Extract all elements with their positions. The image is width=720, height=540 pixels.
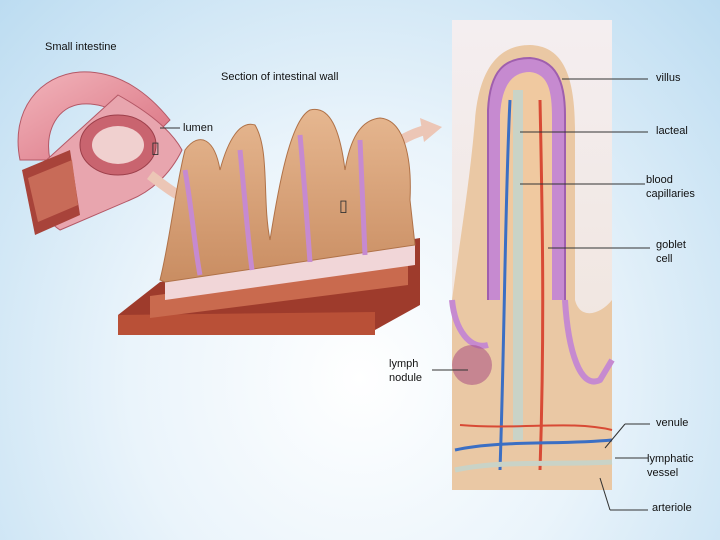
section-wall-label: Section of intestinal wall: [221, 71, 339, 83]
intestinal-wall-section: [118, 108, 420, 335]
lumen-label: lumen: [183, 122, 213, 134]
arteriole-label: arteriole: [652, 502, 692, 514]
lymph-nodule-label: lymph nodule: [389, 358, 423, 384]
leader-lines: [160, 78, 650, 511]
venule-label: venule: [656, 417, 689, 429]
villus-detail-panel: [449, 20, 615, 490]
lacteal-label: lacteal: [656, 125, 688, 137]
placeholder-box-1: ▯: [151, 138, 160, 157]
goblet-cell-label: goblet cell: [656, 239, 686, 265]
placeholder-box-2: ▯: [339, 196, 348, 215]
villus-label: villus: [656, 72, 681, 84]
small-intestine-label: Small intestine: [45, 41, 117, 53]
small-intestine-illustration: [17, 71, 183, 235]
lymphatic-vessel-label: lymphatic vessel: [647, 453, 694, 479]
lymph-nodule-shape: [452, 345, 492, 385]
blood-capillaries-label: blood capillaries: [646, 174, 695, 200]
